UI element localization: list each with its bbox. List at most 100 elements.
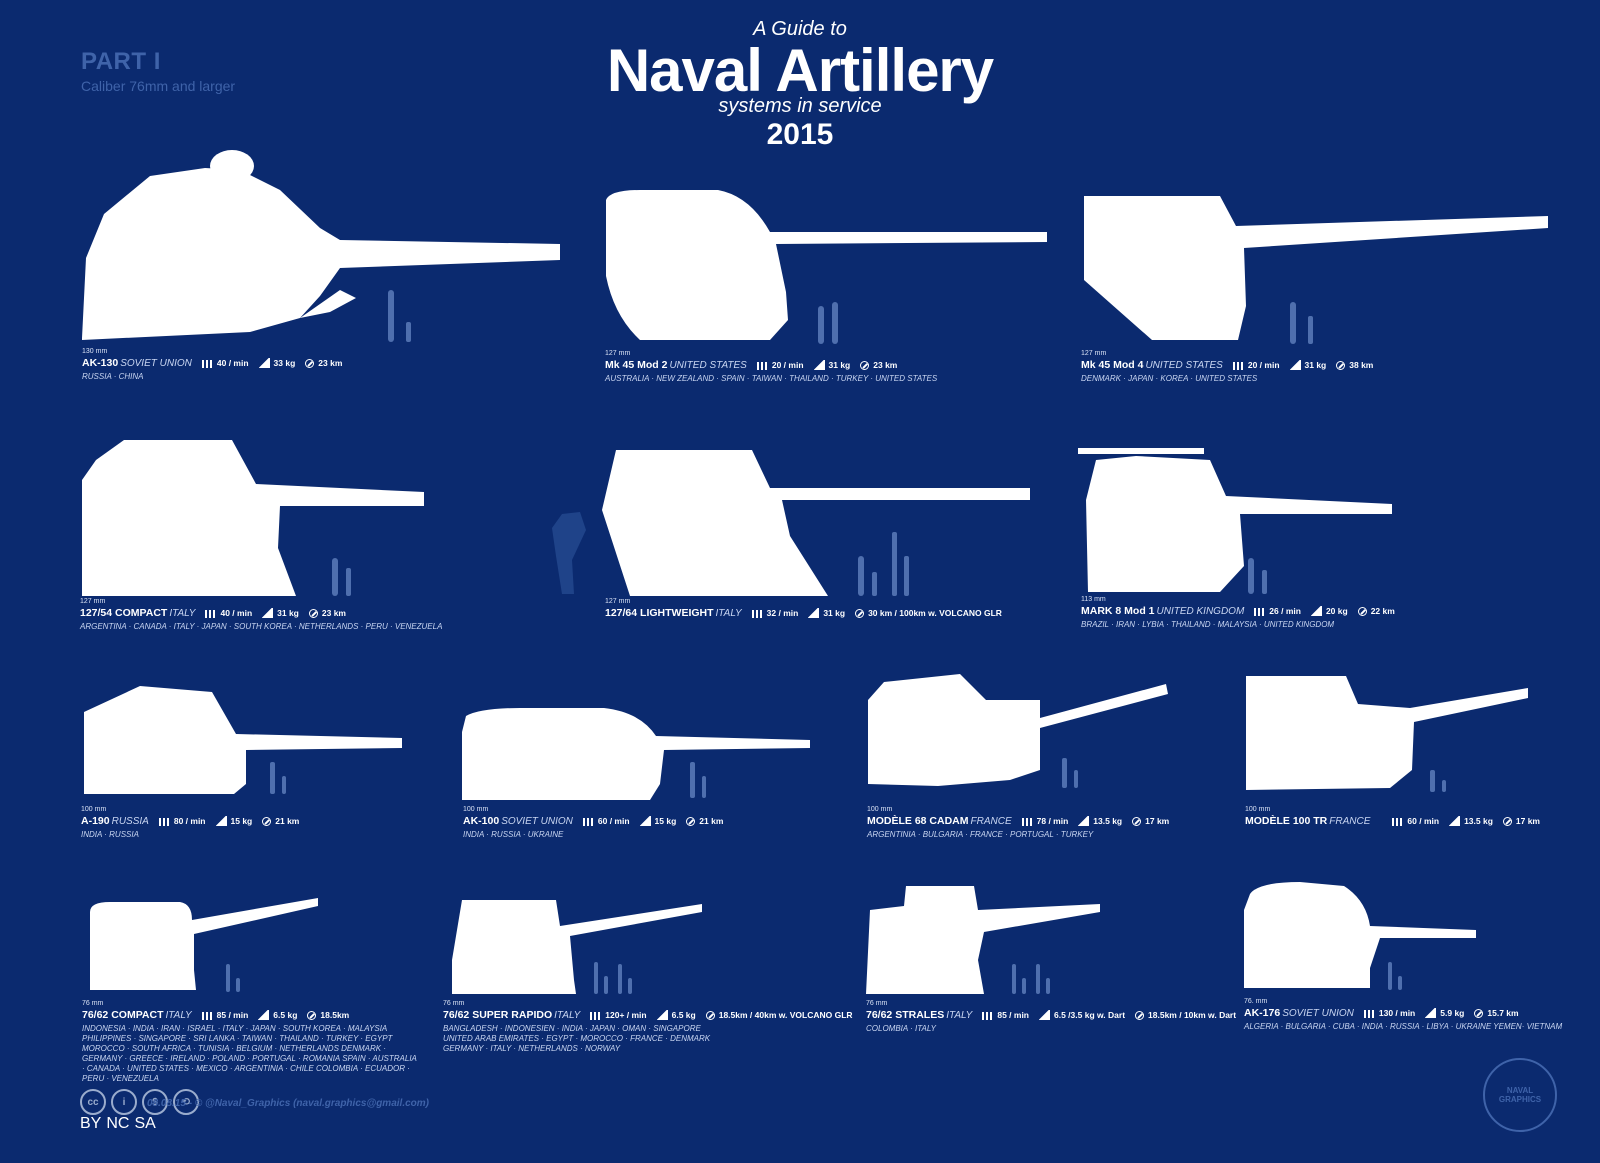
ammo-rounds-icon xyxy=(982,1010,994,1020)
poster-title: A Guide to Naval Artillery systems in se… xyxy=(0,18,1600,154)
range-gauge-icon xyxy=(305,358,315,368)
gun-name: AK-100 xyxy=(463,815,500,827)
rate-of-fire: 120+ / min xyxy=(605,1010,647,1020)
gun-name: AK-176 xyxy=(1244,1007,1281,1019)
shell-icons-mark8 xyxy=(1248,558,1267,594)
compact12754-silhouette xyxy=(82,440,424,596)
gun-name: 127/64 LIGHTWEIGHT xyxy=(605,607,714,619)
gun-name: 76/62 SUPER RAPIDO xyxy=(443,1009,553,1021)
range: 17 km xyxy=(1145,816,1170,826)
gun-country: UNITED STATES xyxy=(669,359,747,371)
mk45mod2-silhouette xyxy=(606,190,1047,340)
caliber: 127 mm xyxy=(605,598,631,605)
shell-icons-ak176 xyxy=(1388,962,1402,990)
range: 15.7 km xyxy=(1487,1008,1519,1018)
gun-name: MODÈLE 100 TR xyxy=(1245,815,1328,827)
range-gauge-icon xyxy=(1336,360,1346,370)
license-nc: NC xyxy=(106,1115,130,1132)
shell-weight-icon xyxy=(215,816,227,826)
naval-graphics-logo: NAVAL GRAPHICS xyxy=(1483,1058,1557,1132)
gun-country: ITALY xyxy=(715,607,742,619)
gun-name: AK-130 xyxy=(82,357,119,369)
shell-weight: 6.5 kg xyxy=(671,1010,696,1020)
gun-country: SOVIET UNION xyxy=(120,357,192,369)
title-sub: systems in service xyxy=(718,95,882,117)
range: 23 km xyxy=(318,358,343,368)
operators: BANGLADESH · INDONESIEN · INDIA · JAPAN … xyxy=(443,1024,711,1053)
gun-country: ITALY xyxy=(165,1009,192,1021)
range: 17 km xyxy=(1515,816,1540,826)
part-title: PART I xyxy=(81,48,161,75)
attribution-icon: i xyxy=(111,1089,137,1115)
mk45mod4-silhouette xyxy=(1084,196,1548,340)
caliber: 100 mm xyxy=(81,806,107,813)
shell-weight-icon xyxy=(813,360,825,370)
shell-weight-icon xyxy=(1310,606,1322,616)
gun-name: Mk 45 Mod 2 xyxy=(605,359,668,371)
range: 18.5km / 40km w. VOLCANO GLR xyxy=(718,1010,853,1020)
shell-icons-mod100 xyxy=(1430,770,1446,792)
gun-country: ITALY xyxy=(946,1009,973,1021)
rate-of-fire: 85 / min xyxy=(997,1010,1029,1020)
a190-silhouette xyxy=(84,686,402,794)
range-gauge-icon xyxy=(686,816,696,826)
range-gauge-icon xyxy=(1132,816,1142,826)
shell-icons-a190 xyxy=(270,762,286,794)
shell-weight-icon xyxy=(1425,1008,1437,1018)
ammo-rounds-icon xyxy=(201,358,213,368)
range-gauge-icon xyxy=(855,608,865,618)
ammo-rounds-icon xyxy=(756,360,768,370)
shell-weight: 5.9 kg xyxy=(1440,1008,1465,1018)
title-main: Naval Artillery xyxy=(606,37,994,104)
range-gauge-icon xyxy=(860,360,870,370)
license-by: BY xyxy=(80,1115,102,1132)
mark8-silhouette xyxy=(1078,448,1392,592)
shell-weight: 13.5 kg xyxy=(1093,816,1123,826)
title-pre: A Guide to xyxy=(753,18,847,40)
ammo-rounds-icon xyxy=(582,816,594,826)
license-badge[interactable]: cc i $ ⟲ BY NC SA xyxy=(80,1089,199,1133)
ammo-rounds-icon xyxy=(1232,360,1244,370)
rate-of-fire: 40 / min xyxy=(220,608,253,618)
shell-weight: 31 kg xyxy=(1304,360,1327,370)
caliber: 76 mm xyxy=(866,1000,888,1007)
range-gauge-icon xyxy=(705,1010,715,1020)
gun-country: UNITED STATES xyxy=(1145,359,1223,371)
shell-icons-mk45m4 xyxy=(1290,302,1313,344)
rate-of-fire: 40 / min xyxy=(216,358,249,368)
ak130-silhouette xyxy=(82,150,560,340)
shell-weight: 13.5 kg xyxy=(1464,816,1493,826)
part-subtitle: Caliber 76mm and larger xyxy=(81,78,236,94)
range: 30 km / 100km w. VOLCANO GLR xyxy=(868,608,1002,618)
shell-icons-mk45m2 xyxy=(818,302,838,344)
gun-country: SOVIET UNION xyxy=(1282,1007,1354,1019)
caliber: 127 mm xyxy=(605,350,631,357)
ammo-rounds-icon xyxy=(1254,606,1266,616)
gun-country: ITALY xyxy=(554,1009,581,1021)
rate-of-fire: 32 / min xyxy=(766,608,799,618)
modele100tr-silhouette xyxy=(1246,676,1528,790)
range-gauge-icon xyxy=(1502,816,1512,826)
ammo-rounds-icon xyxy=(205,608,217,618)
caliber: 100 mm xyxy=(1245,806,1271,813)
range: 18.5km xyxy=(320,1010,350,1020)
gun-name: MARK 8 Mod 1 xyxy=(1081,605,1155,617)
rate-of-fire: 20 / min xyxy=(771,360,804,370)
shell-weight-icon xyxy=(262,608,274,618)
operators: ARGENTINIA · BULGARIA · FRANCE · PORTUGA… xyxy=(867,830,1094,839)
shell-icons-strales xyxy=(1012,964,1050,994)
operators: COLOMBIA · ITALY xyxy=(866,1024,936,1033)
compact7662-silhouette xyxy=(90,898,318,990)
range: 23 km xyxy=(321,608,346,618)
range: 18.5km / 10km w. Dart xyxy=(1148,1010,1237,1020)
caliber: 100 mm xyxy=(867,806,893,813)
shell-weight-icon xyxy=(808,608,820,618)
